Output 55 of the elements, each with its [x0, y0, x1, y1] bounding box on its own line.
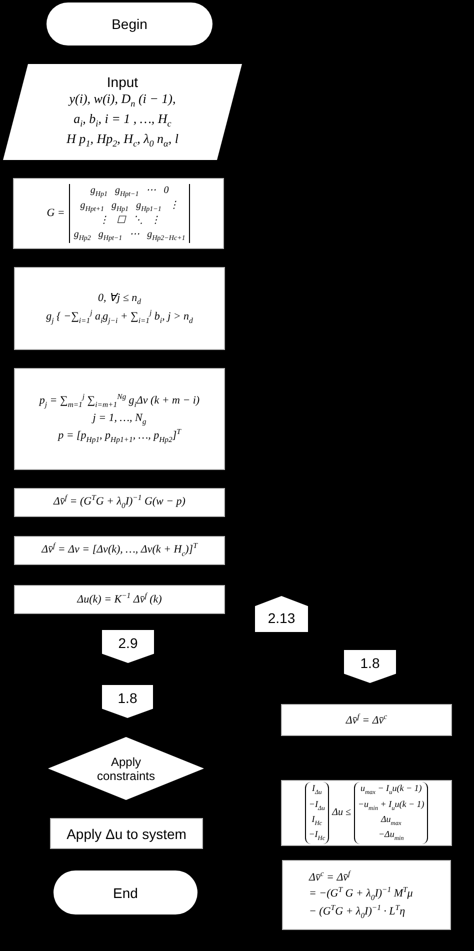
connector-number: 2.13	[268, 610, 296, 626]
process-box	[50, 818, 203, 849]
matrix-row: ⋮ ☐ ⋱ ⋮	[98, 214, 160, 228]
formula-text: Δu(k) = K$^{−1}$ Δv̄$^{f}$ (k)	[77, 591, 162, 608]
formula-text: −Δu$_{min}$	[378, 828, 404, 844]
formula-text: Δv̄$^{f}$ = Δv = [Δv(k), …, Δv(k + H$_{c}$)]$^{T}$	[42, 541, 198, 560]
formula-text: Δv̄$^{c}$ = Δv̄$^{f}$	[309, 868, 350, 886]
formula-text: − (G$^{T}$G + λ$_{0}$I)$^{−1}$ · L$^{T}$η	[309, 903, 406, 922]
formula-text: Δv̄$^{f}$ = (G$^{T}$G + λ$_{0}$I)$^{−1}$ G(w − p)	[54, 493, 186, 512]
connector-number: 1.8	[360, 654, 380, 670]
process-box	[14, 536, 225, 565]
formula-text: u$_{max}$ − I$_{u}$u(k − 1)	[360, 782, 422, 798]
matrix-row: g$_{Hpt+1}$ g$_{Hp1}$ g$_{Hp1−1}$ ⋮	[80, 199, 179, 214]
connector-number: 2.9	[118, 634, 138, 650]
formula-text: 0, ∀j ≤ n$_{d}$	[98, 291, 141, 308]
process-box	[14, 368, 225, 470]
formula-text: Δv̄$^{f}$ = Δv̄$^{c}$	[346, 712, 388, 728]
node-label: Apply constraints	[96, 754, 156, 782]
off-page-connector	[255, 596, 308, 632]
formula-text: −I$_{Δu}$	[308, 798, 325, 813]
node-label: Begin	[112, 16, 148, 32]
formula-text: = −(G$^{T}$ G + λ$_{0}$I)$^{−1}$ M$^{T}$μ	[309, 885, 413, 904]
node-label: Input	[106, 74, 138, 90]
process-box	[14, 585, 225, 614]
node-label: Apply Δu to system	[66, 826, 186, 842]
process-box	[282, 860, 451, 930]
formula-text: H p$_{1}$, Hp$_{2}$, H$_{c}$, λ$_{0}$ n$_{α}$, l	[66, 130, 178, 150]
formula-text: I$_{Δu}$	[312, 782, 322, 798]
off-page-connector	[102, 630, 154, 663]
decision-diamond	[48, 737, 204, 800]
matrix-row: g$_{Hp1}$ g$_{Hpt−1}$ ⋯ 0	[90, 184, 169, 200]
formula-text: −I$_{Hc}$	[308, 828, 326, 844]
process-box	[281, 704, 452, 736]
node-label: End	[113, 884, 138, 900]
process-box	[14, 267, 225, 350]
off-page-connector	[344, 650, 396, 683]
formula-text: y(i), w(i), D$_{n}$ (i − 1),	[69, 90, 176, 110]
formula-text: a$_{i}$, b$_{i}$, i = 1 , …, H$_{c}$	[74, 110, 172, 130]
formula-text: Δu ≤	[332, 806, 351, 820]
connector-number: 1.8	[118, 690, 138, 706]
formula-text: Δu$_{max}$	[380, 813, 402, 828]
process-box	[14, 488, 225, 517]
process-box	[13, 178, 224, 249]
matrix-row: g$_{Hp2}$ g$_{Hpt−1}$ ⋯ g$_{Hp2−Hc+1}$	[74, 228, 186, 244]
formula-text: g$_{j}$ { −∑$_{i=1}$$^{j}$ a$_{i}$g$_{j−i}$ + ∑$_{i=1}$$^{j}$ b$_{i}$, j > n$_{d}$	[46, 308, 193, 326]
formula-text: I$_{Hc}$	[312, 813, 322, 828]
off-page-connector	[102, 685, 153, 718]
input-parallelogram	[3, 64, 242, 160]
formula-text: −u$_{min}$ + I$_{u}$u(k − 1)	[358, 798, 424, 813]
formula-text: G =	[46, 206, 65, 221]
process-box	[281, 780, 452, 846]
terminal-shape	[46, 2, 213, 46]
formula-text: p = [p$_{Hp1}$, p$_{Hp1+1}$, …, p$_{Hp2}$]$^{T}$	[58, 427, 181, 446]
formula-text: p$_{j}$ = ∑$_{m=1}$$^{j}$ ∑$_{i=m+1}$$^{Ng}$ g$_{i}$Δv (k + m − i)	[39, 392, 200, 411]
formula-text: j = 1, …, N$_{g}$	[92, 410, 146, 428]
